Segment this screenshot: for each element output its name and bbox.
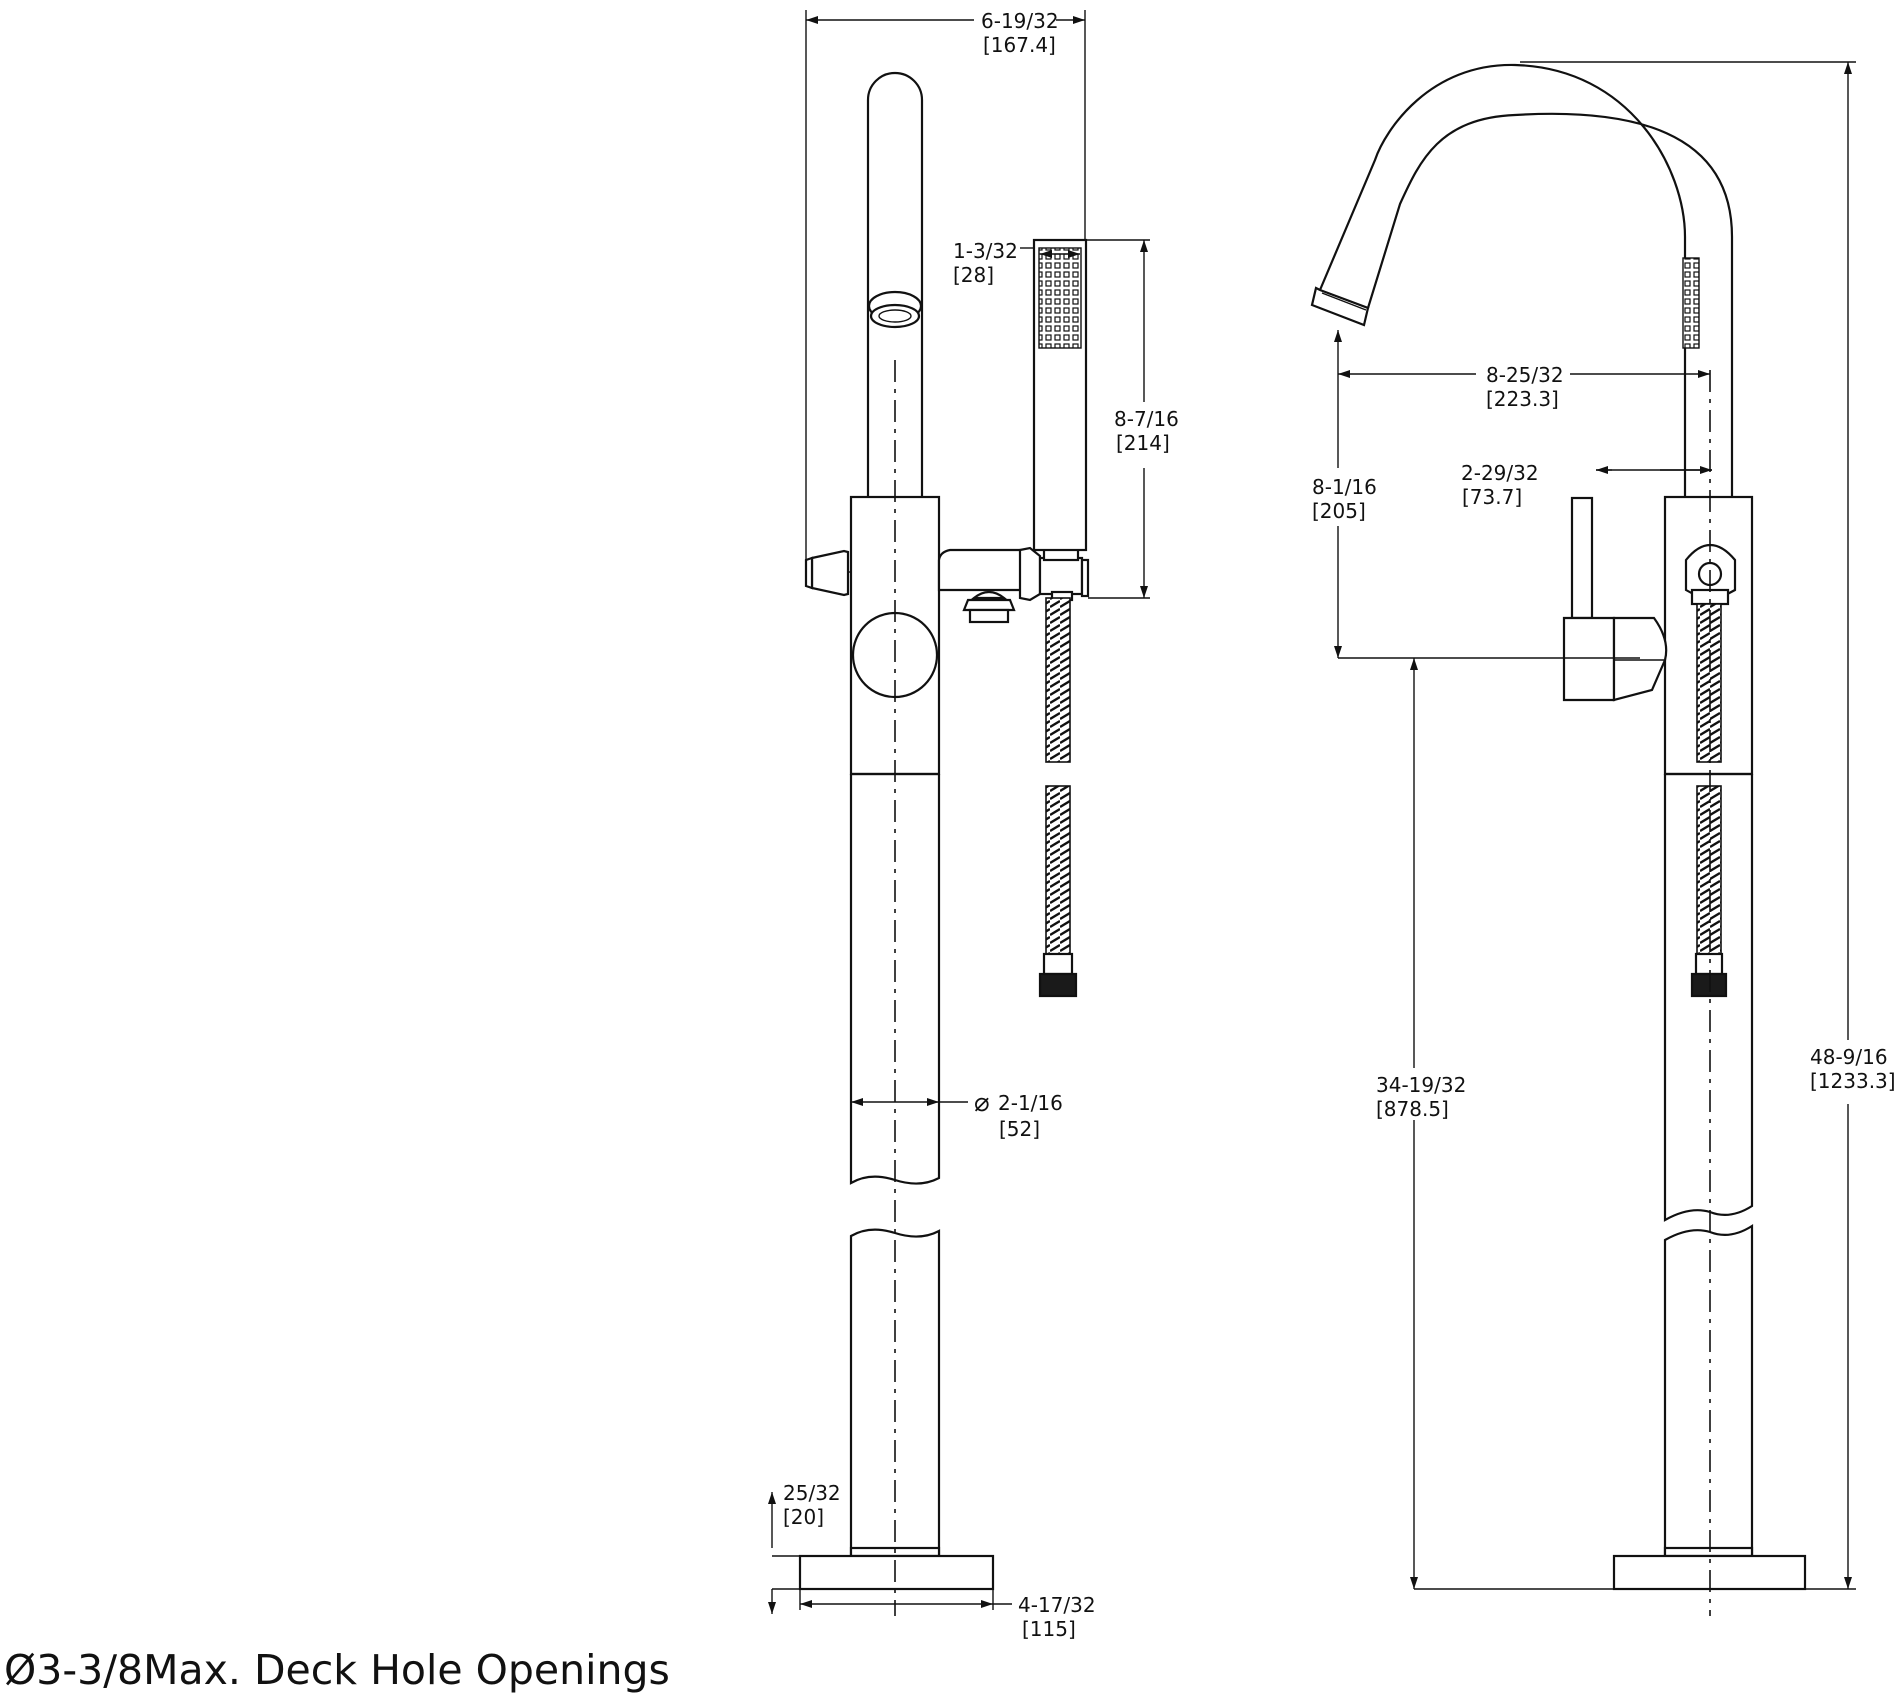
side-base-plate xyxy=(798,1554,995,1591)
front-hose-nut xyxy=(1690,972,1728,998)
front-handshower xyxy=(1682,257,1700,349)
dim-tube-diameter: 2-1/16 xyxy=(998,1091,1063,1115)
dim-overall-width-mm: [167.4] xyxy=(983,33,1056,57)
dim-spout-clearance-mm: [205] xyxy=(1312,499,1366,523)
gooseneck-spout xyxy=(1318,63,1687,497)
dim-spout-reach-mm: [223.3] xyxy=(1486,387,1559,411)
dim-base-width-mm: [115] xyxy=(1022,1617,1076,1641)
diameter-symbol: ⌀ xyxy=(974,1088,990,1118)
spout-outlet xyxy=(1310,286,1370,327)
side-view xyxy=(798,71,1090,1616)
dim-base-height-mm: [20] xyxy=(783,1505,824,1529)
dim-overall-height: 48-9/16 xyxy=(1810,1045,1888,1069)
side-spout-tube xyxy=(866,71,924,498)
deck-hole-note: Ø3-3/8Max. Deck Hole Openings xyxy=(4,1646,670,1694)
dim-overall-width: 6-19/32 xyxy=(981,9,1059,33)
dim-overall-height-mm: [1233.3] xyxy=(1810,1069,1894,1093)
dimension-lines xyxy=(768,10,1856,1614)
dim-handshower-height: 8-7/16 xyxy=(1114,407,1179,431)
dim-handle-offset: 2-29/32 xyxy=(1461,461,1539,485)
front-hose-upper xyxy=(1696,603,1722,763)
dim-spout-reach: 8-25/32 xyxy=(1486,363,1564,387)
hose-nut xyxy=(1038,972,1078,998)
dimension-labels: 6-19/32 [167.4] 1-3/32 [28] 8-7/16 [214]… xyxy=(783,9,1894,1641)
dim-handle-height-mm: [878.5] xyxy=(1376,1097,1449,1121)
dim-base-width: 4-17/32 xyxy=(1018,1593,1096,1617)
dim-handle-height: 34-19/32 xyxy=(1376,1073,1466,1097)
dim-handshower-height-mm: [214] xyxy=(1116,431,1170,455)
dim-spout-clearance: 8-1/16 xyxy=(1312,475,1377,499)
holder-arm xyxy=(937,546,1084,624)
handshower xyxy=(1032,238,1090,602)
front-bottom-tube xyxy=(1663,1223,1754,1556)
dim-base-height: 25/32 xyxy=(783,1481,841,1505)
front-handle xyxy=(1562,496,1668,702)
hose-upper xyxy=(1045,597,1071,763)
dim-tube-diameter-mm: [52] xyxy=(999,1117,1040,1141)
dim-handshower-width: 1-3/32 xyxy=(953,239,1018,263)
diverter-knob xyxy=(804,549,851,597)
front-hose-lower xyxy=(1696,785,1722,955)
front-view xyxy=(1310,63,1807,1616)
hose-lower xyxy=(1045,785,1071,955)
aerator xyxy=(867,290,923,329)
dim-handshower-width-mm: [28] xyxy=(953,263,994,287)
front-base-ring xyxy=(1663,1546,1754,1558)
dim-handle-offset-mm: [73.7] xyxy=(1462,485,1522,509)
hose-fitting xyxy=(1042,952,1074,976)
